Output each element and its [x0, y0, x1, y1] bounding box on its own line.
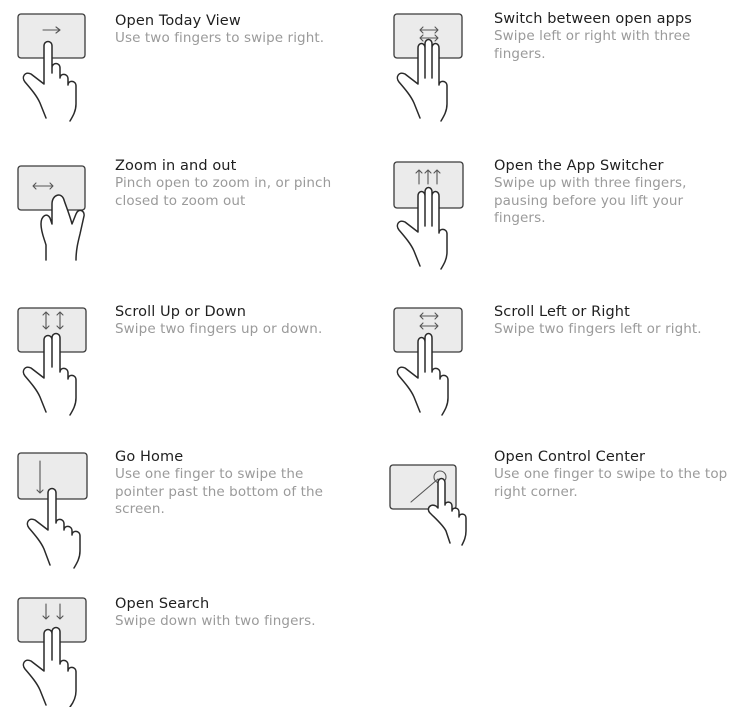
three-finger-swipe-horizontal-icon [393, 13, 463, 122]
pinch-zoom-icon [17, 165, 86, 261]
gesture-description: Swipe left or right with three fingers. [494, 28, 691, 62]
gesture-title: Zoom in and out [115, 158, 237, 174]
gesture-description: Pinch open to zoom in, or pinch closed t… [115, 175, 332, 209]
gesture-go-home: Go Home Use one finger to swipe the poin… [0, 445, 372, 569]
gesture-scroll-vertical: Scroll Up or Down Swipe two fingers up o… [0, 300, 372, 420]
gesture-description: Swipe down with two fingers. [115, 613, 316, 629]
gesture-description: Swipe two fingers left or right. [494, 321, 702, 337]
gesture-description: Use one finger to swipe to the top right… [494, 466, 728, 500]
gesture-description: Swipe up with three fingers, pausing bef… [494, 175, 687, 226]
gesture-open-search: Open Search Swipe down with two fingers. [0, 592, 372, 707]
gesture-title: Scroll Left or Right [494, 304, 630, 320]
gesture-open-today-view: Open Today View Use two fingers to swipe… [0, 0, 372, 140]
gesture-app-switcher: Open the App Switcher Swipe up with thre… [372, 150, 744, 290]
gesture-title: Open Control Center [494, 449, 646, 465]
gesture-title: Switch between open apps [494, 11, 692, 27]
gesture-scroll-horizontal: Scroll Left or Right Swipe two fingers l… [372, 300, 744, 420]
gesture-description: Swipe two fingers up or down. [115, 321, 323, 337]
swipe-right-two-fingers-icon [17, 13, 86, 122]
gesture-title: Open the App Switcher [494, 158, 664, 174]
gesture-switch-apps: Switch between open apps Swipe left or r… [372, 0, 744, 140]
two-finger-swipe-down-icon [17, 597, 87, 707]
gesture-zoom: Zoom in and out Pinch open to zoom in, o… [0, 150, 372, 290]
gesture-description: Use one finger to swipe the pointer past… [115, 466, 324, 517]
gesture-description: Use two fingers to swipe right. [115, 30, 325, 46]
gesture-title: Scroll Up or Down [115, 304, 247, 320]
gesture-control-center: Open Control Center Use one finger to sw… [372, 445, 744, 565]
one-finger-swipe-corner-icon [389, 464, 467, 546]
one-finger-swipe-down-icon [17, 452, 88, 569]
two-finger-scroll-vertical-icon [17, 307, 87, 416]
gesture-title: Open Today View [115, 13, 241, 29]
two-finger-scroll-horizontal-icon [393, 307, 463, 416]
three-finger-swipe-up-icon [393, 161, 464, 270]
gesture-title: Go Home [115, 449, 184, 465]
gesture-title: Open Search [115, 596, 210, 612]
